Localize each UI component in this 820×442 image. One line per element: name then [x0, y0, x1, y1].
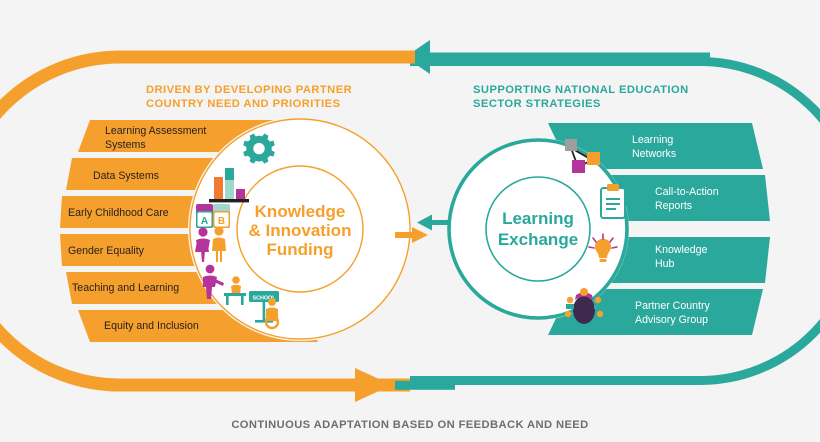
- right-band-label-1-line1: Call-to-Action: [655, 186, 719, 198]
- left-core-label-line3: Funding: [266, 240, 333, 259]
- left-core-label-line2: & Innovation: [249, 221, 352, 240]
- left-band-2[interactable]: [60, 196, 288, 228]
- top-flow-arrow: [390, 40, 710, 74]
- right-core-label-line2: Exchange: [498, 230, 578, 249]
- right-band-label-2-line1: Knowledge: [655, 244, 708, 256]
- right-band-label-1-line2: Reports: [655, 200, 692, 212]
- right-heading-line1: SUPPORTING NATIONAL EDUCATION: [473, 84, 689, 96]
- left-band-5[interactable]: [78, 310, 318, 342]
- right-heading-line2: SECTOR STRATEGIES: [473, 98, 601, 110]
- left-band-1[interactable]: [66, 158, 300, 190]
- left-band-label-4: Teaching and Learning: [72, 282, 179, 294]
- left-band-label-1: Data Systems: [93, 170, 159, 182]
- teal-outer-track: [410, 57, 820, 385]
- left-core-circle-outline: [236, 165, 364, 293]
- footer-caption: CONTINUOUS ADAPTATION BASED ON FEEDBACK …: [231, 419, 588, 431]
- right-band-label-2-line2: Hub: [655, 258, 675, 270]
- right-outer-circle-outline: [447, 138, 629, 320]
- right-group: Learning Exchange Learning Networks Call…: [447, 84, 770, 335]
- left-band-label-0-line1: Learning Assessment: [105, 125, 206, 137]
- outer-loop-track: [0, 50, 820, 392]
- right-band-2[interactable]: [572, 237, 770, 283]
- right-core-label-line1: Learning: [502, 209, 574, 228]
- right-band-0[interactable]: [548, 123, 763, 169]
- gear-icon: [243, 133, 275, 164]
- block-a-letter: A: [201, 216, 208, 227]
- right-band-label-3-line1: Partner Country: [635, 300, 710, 312]
- school-sign-text: SCHOOL: [252, 296, 276, 302]
- left-core-label-line1: Knowledge: [255, 202, 346, 221]
- right-core-circle-outline: [485, 176, 591, 282]
- center-connector-arrows: [395, 214, 452, 243]
- network-nodes-icon: [565, 139, 600, 173]
- left-band-label-2: Early Childhood Care: [68, 207, 169, 219]
- left-core-disc: [237, 166, 363, 292]
- bar-chart-icon: [209, 168, 249, 203]
- advisory-group-icon: [564, 288, 604, 324]
- left-band-3[interactable]: [60, 234, 288, 266]
- clipboard-report-icon: [600, 184, 626, 219]
- right-core-disc: [486, 177, 590, 281]
- alphabet-blocks-icon: A B: [196, 204, 230, 228]
- right-band-label-3-line2: Advisory Group: [635, 314, 708, 326]
- left-heading-line2: COUNTRY NEED AND PRIORITIES: [146, 98, 341, 110]
- lightbulb-icon: [588, 233, 618, 262]
- left-band-label-5: Equity and Inclusion: [104, 320, 199, 332]
- right-band-3[interactable]: [548, 289, 763, 335]
- two-people-icon: [195, 226, 226, 262]
- block-b-letter: B: [218, 216, 225, 227]
- right-band-label-0-line1: Learning: [632, 134, 673, 146]
- left-group: A B SCHOOL: [60, 84, 411, 342]
- right-band-label-0-line2: Networks: [632, 148, 676, 160]
- orange-outer-track: [0, 50, 410, 392]
- left-band-label-3: Gender Equality: [68, 245, 145, 257]
- teacher-student-icon: [203, 264, 246, 305]
- school-access-icon: SCHOOL: [249, 291, 280, 330]
- left-heading-line1: DRIVEN BY DEVELOPING PARTNER: [146, 84, 352, 96]
- left-band-label-0-line2: Systems: [105, 139, 146, 151]
- bottom-flow-arrow: [110, 368, 455, 402]
